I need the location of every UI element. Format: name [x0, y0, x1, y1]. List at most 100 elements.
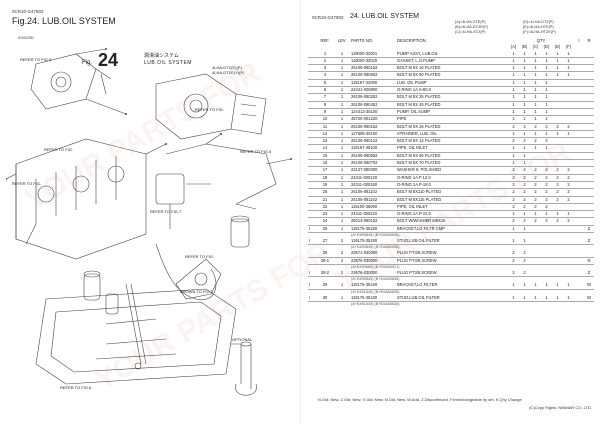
description: BOLT M 8X 16 PLATED — [396, 123, 508, 131]
qty-cell — [552, 108, 563, 117]
refer-label-6: REFER TO FIG.7 — [150, 209, 182, 214]
qty-cell: 2 — [552, 174, 563, 182]
description: GASKET, L.O.PUMP — [396, 57, 508, 66]
qty-cell — [552, 93, 563, 102]
description: BRACKET,LO FILTR CMP — [396, 225, 508, 234]
qty-cell: 2 — [541, 166, 552, 175]
col-qty: QTY — [536, 38, 546, 43]
qty-cell: 1 — [519, 225, 530, 234]
note-text: (A+E#91645) (B+E#A60636) — [351, 289, 400, 294]
qty-cell: 1 — [508, 108, 519, 117]
qty-cell — [563, 250, 574, 258]
ref-no: 28 — [316, 250, 334, 258]
revision-code: N — [584, 257, 594, 265]
qty-cell — [541, 250, 552, 258]
description: PLUG PT3/8,SCREW — [396, 250, 508, 258]
change-mark — [308, 144, 316, 153]
qty-cell: 1 — [519, 50, 530, 58]
qty-cell: 2 — [519, 217, 530, 226]
part-number: 119175-35180 — [350, 294, 396, 302]
revision-code — [584, 115, 594, 124]
qty-cell: 1 — [508, 64, 519, 73]
refer-label-1: REFER TO FIG.5 — [20, 57, 52, 62]
qty-cell: 1 — [563, 130, 574, 139]
qty-cell: 1 — [530, 108, 541, 117]
level: 1 — [334, 79, 350, 88]
qty-cell: 1 — [508, 101, 519, 109]
ref-no: 18 — [316, 174, 334, 182]
revision-code — [584, 217, 594, 226]
col-parts-no: PARTS NO. — [351, 38, 374, 43]
refer-label-5: REFER TO FIG.5 — [240, 149, 272, 154]
part-number: 24311-000220 — [350, 210, 396, 219]
left-doc-code: 0CR10-G47802 — [12, 9, 44, 14]
qty-cell — [552, 159, 563, 168]
qty-cell — [563, 108, 574, 117]
ref-no: 12 — [316, 130, 334, 139]
table-note-row: (A+E#90660) (B+E#A60021) — [308, 264, 594, 270]
change-mark — [308, 181, 316, 190]
qty-cell: 1 — [530, 210, 541, 219]
qty-cell: 2 — [541, 174, 552, 182]
level: 1 — [334, 210, 350, 219]
qty-cell — [552, 225, 563, 234]
qty-cell — [552, 115, 563, 124]
qty-cell: 2 — [541, 123, 552, 131]
qty-cell: 1 — [508, 144, 519, 153]
change-mark — [308, 174, 316, 182]
qty-cell: 2 — [519, 181, 530, 190]
qty-cell: 1 — [530, 57, 541, 66]
qty-cell — [541, 257, 552, 265]
part-number: 26106-080122 — [350, 137, 396, 146]
qty-cell: 2 — [530, 217, 541, 226]
drawing-title-jp: 潤滑油システム — [144, 53, 179, 59]
part-number: 23676-030000 — [350, 257, 396, 265]
change-mark — [308, 86, 316, 95]
qty-cell: 1 — [530, 144, 541, 153]
refer-label-3: REFER TO FIG. — [44, 147, 73, 152]
footer-legend: N.Old: New, Z.Old: New, X.Old: New, N.Ol… — [318, 397, 522, 402]
qty-cell: 1 — [519, 130, 530, 139]
qty-cell: 1 — [563, 282, 574, 290]
qty-cell: 2 — [519, 203, 530, 212]
part-number: 26106-080162 — [350, 123, 396, 131]
variant-b: (B)=4LHA-DTZE(P) — [455, 25, 489, 29]
optional-label: OPTIONAL — [232, 337, 253, 342]
ref-no: 28-2 — [316, 269, 334, 278]
ref-no: 11 — [316, 123, 334, 131]
qty-cell: 1 — [530, 115, 541, 124]
qty-cell: 1 — [541, 86, 552, 95]
part-number: 26106-081102 — [350, 188, 396, 197]
qty-cell: 1 — [530, 130, 541, 139]
ref-no: 27 — [316, 238, 334, 246]
revision-code: W — [584, 282, 594, 290]
i-cell — [574, 123, 584, 131]
part-number: 24311-000180 — [350, 181, 396, 190]
qty-cell: 1 — [508, 225, 519, 234]
left-page: YOUR PARTS FOR YOUR PARTS FOR 0CR10-G478… — [6, 9, 336, 397]
qty-cell: 1 — [519, 282, 530, 290]
i-cell — [574, 137, 584, 146]
i-cell — [574, 181, 584, 190]
revision-code — [584, 174, 594, 182]
description: BOLT M 8X 55 PLATED — [396, 152, 508, 161]
revision-code — [584, 159, 594, 168]
qty-cell: 2 — [552, 188, 563, 197]
qty-cell: 1 — [552, 282, 563, 290]
qty-cell: 1 — [530, 50, 541, 58]
qty-cell: 1 — [530, 294, 541, 302]
level: 1 — [334, 225, 350, 234]
qty-cell — [563, 203, 574, 212]
qty-cell: 1 — [541, 294, 552, 302]
description: BOLT M 8X 25 PLATED — [396, 93, 508, 102]
qty-cell: 2 — [563, 181, 574, 190]
qty-cell: 1 — [508, 50, 519, 58]
ref-no: 24 — [316, 217, 334, 226]
